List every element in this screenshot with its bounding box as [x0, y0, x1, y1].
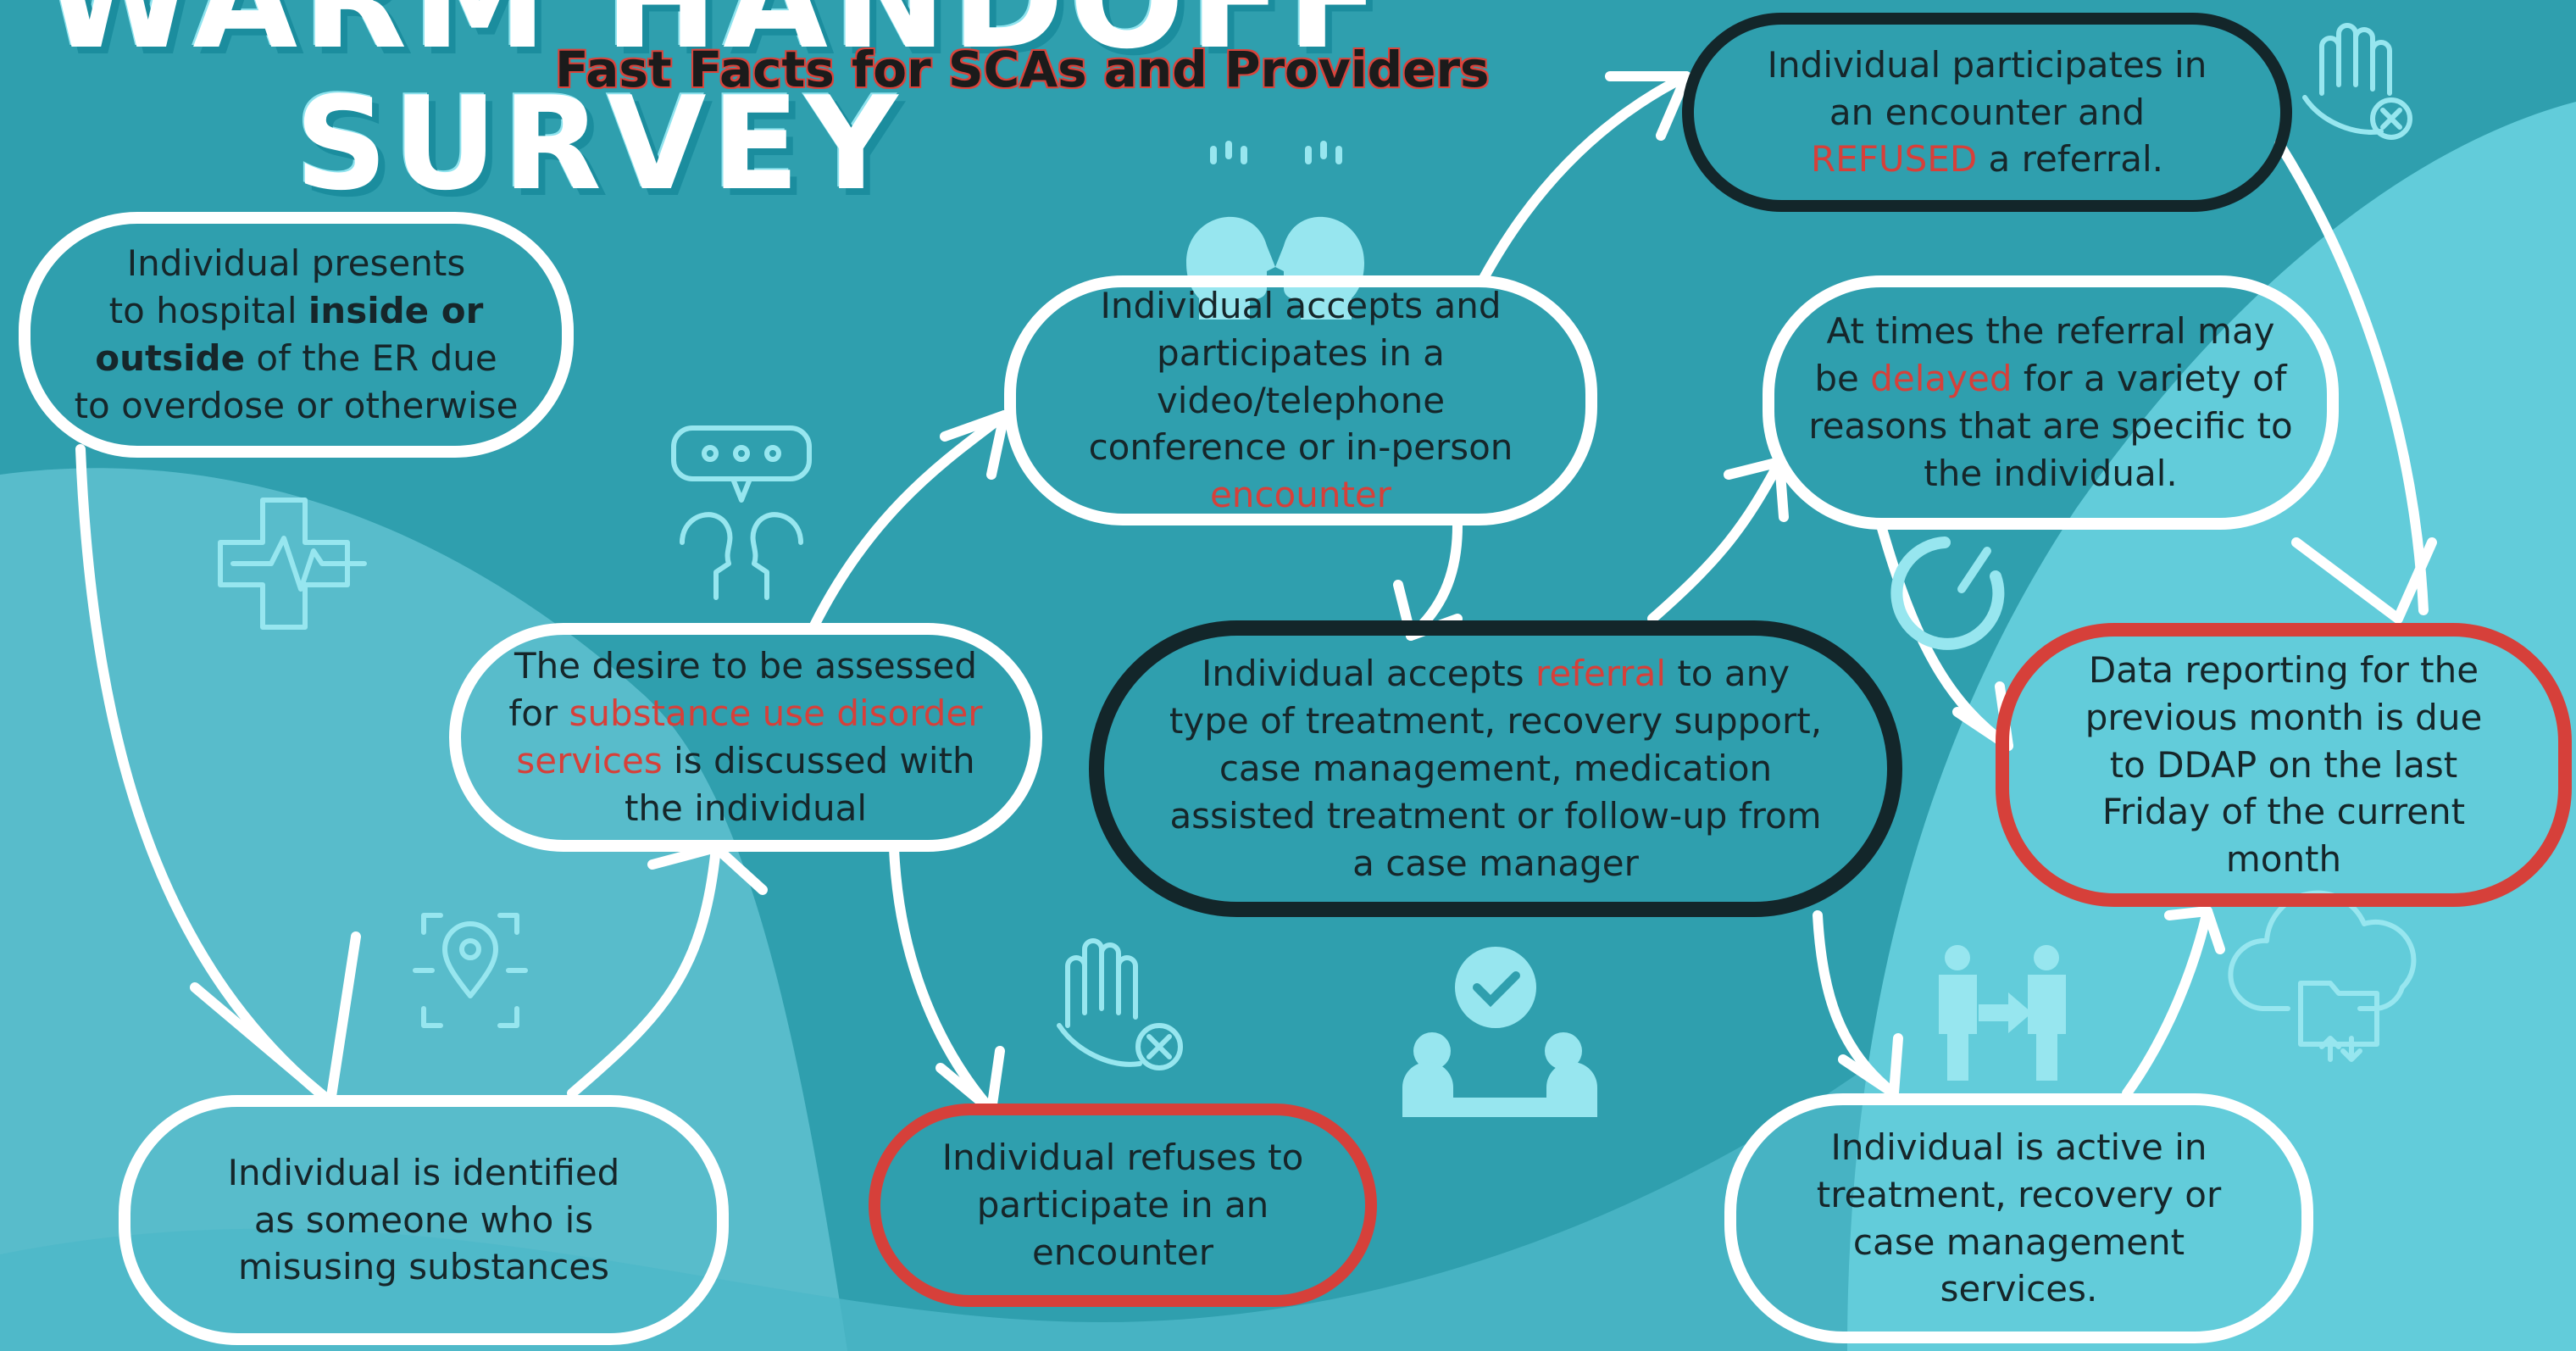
node-identified: Individual is identified as someone who …	[119, 1095, 729, 1345]
node-accepts-referral-p3: to any type of treatment, recovery suppo…	[1169, 653, 1823, 884]
node-delayed-p2: delayed	[1870, 358, 2012, 400]
node-data-reporting: Data reporting for the previous month is…	[1996, 623, 2572, 907]
node-accepts-participates-p1: Individual accepts and participates in a…	[1088, 284, 1513, 469]
node-refused-referral: Individual participates in an encounter …	[1682, 13, 2292, 212]
node-refuses-participate-text: Individual refuses to participate in an …	[941, 1137, 1304, 1273]
node-accepts-referral-p2: referral	[1535, 653, 1666, 695]
node-delayed-p1: At times the referral may be	[1814, 310, 2275, 400]
node-delayed: At times the referral may be delayed for…	[1763, 275, 2339, 530]
node-desire-p3: is discussed with the individual	[624, 740, 975, 829]
node-presents-p5: of the ER due	[245, 337, 497, 379]
node-desire-p2: substance use disorder services	[516, 692, 983, 781]
node-presents-p6: to overdose or otherwise	[74, 384, 519, 426]
node-refused-referral-p3: a referral.	[1977, 138, 2163, 181]
node-desire: The desire to be assessed for substance …	[449, 623, 1042, 852]
node-presents-p3: inside or	[308, 290, 484, 332]
node-accepts-participates-p2: encounter	[1209, 474, 1392, 516]
node-presents-p1: Individual presents	[126, 242, 466, 285]
node-accepts-referral-p1: Individual accepts	[1201, 653, 1535, 695]
node-data-reporting-text: Data reporting for the previous month is…	[2085, 648, 2483, 881]
subtitle: Fast Facts for SCAs and Providers	[555, 41, 1490, 98]
node-identified-text: Individual is identified as someone who …	[227, 1151, 620, 1288]
main-title-line1: WARM HANDOFF	[44, 0, 1385, 81]
node-refuses-participate: Individual refuses to participate in an …	[869, 1104, 1377, 1307]
node-active-text: Individual is active in treatment, recov…	[1816, 1126, 2222, 1310]
node-active: Individual is active in treatment, recov…	[1724, 1093, 2313, 1343]
node-delayed-p3: for a variety of reasons that are specif…	[1808, 358, 2293, 494]
node-desire-p1: The desire to be assessed for	[508, 645, 978, 735]
main-title-line2: SURVEY	[295, 69, 903, 219]
node-refused-referral-p1: Individual participates in an encounter …	[1767, 43, 2207, 133]
node-refused-referral-p2: REFUSED	[1811, 138, 1978, 181]
node-presents-p2: to hospital	[108, 290, 308, 332]
node-presents: Individual presents to hospital inside o…	[19, 212, 574, 458]
node-accepts-participates: Individual accepts and participates in a…	[1004, 275, 1597, 525]
node-accepts-referral: Individual accepts referral to any type …	[1089, 620, 1902, 917]
node-presents-p4: outside	[95, 337, 246, 379]
